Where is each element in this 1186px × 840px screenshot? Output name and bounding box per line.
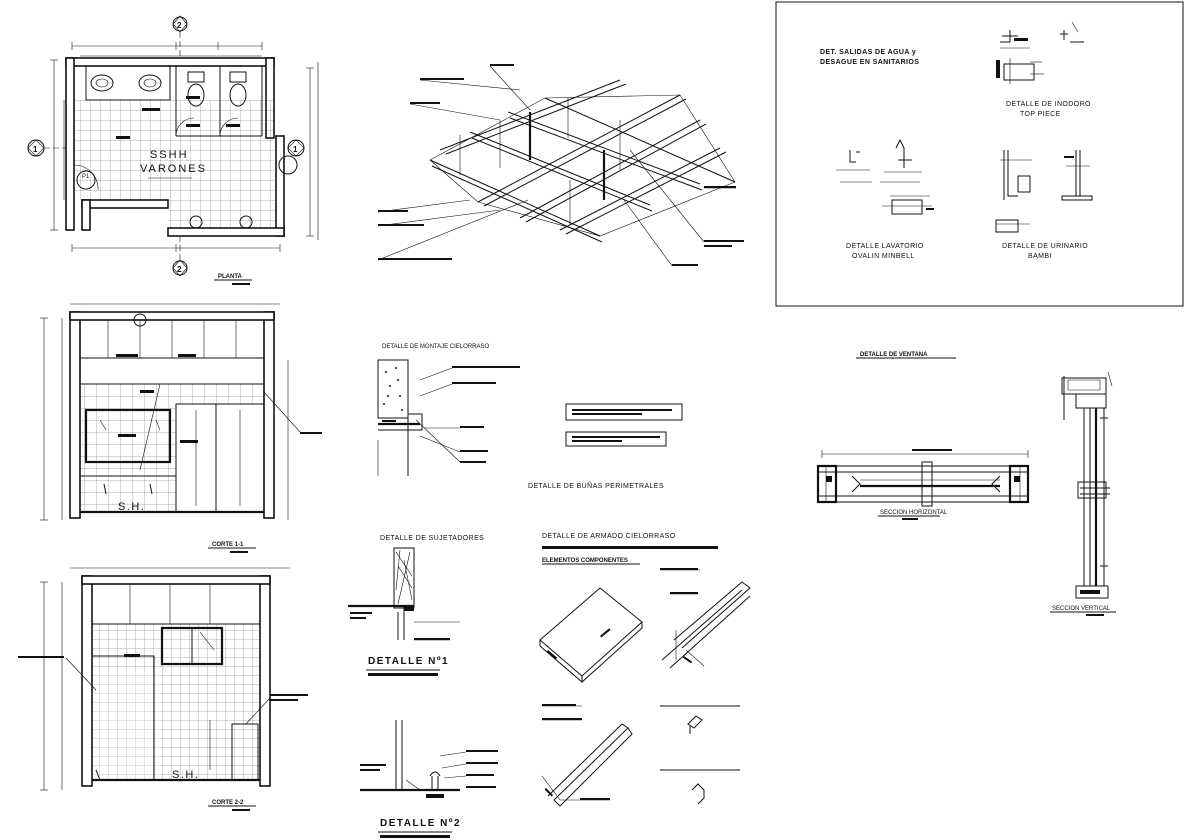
axis-marker-1-left: 1: [33, 145, 38, 154]
armado-title: DETALLE DE ARMADO CIELORRASO: [542, 533, 676, 540]
section-2-room-label: S.H.: [172, 769, 199, 781]
axis-marker-2-top: 2: [177, 21, 182, 30]
room-name-2: VARONES: [140, 163, 207, 175]
urinario-title-2: BAMBI: [1028, 253, 1052, 260]
seccion-horizontal-title: SECCION HORIZONTAL: [880, 510, 948, 516]
montaje-title: DETALLE DE MONTAJE CIELORRASO: [382, 344, 489, 350]
salidas-title-2: DESAGUE EN SANITARIOS: [820, 59, 919, 66]
svg-text:P1: P1: [82, 174, 90, 180]
room-name: SSHH: [150, 149, 189, 161]
axis-marker-1-right: 1: [293, 145, 298, 154]
fastener-detail: DETALLE DE SUJETADORES DETALLE Nº1 DETAL…: [348, 535, 498, 838]
inodoro-title-2: TOP PIECE: [1020, 111, 1061, 118]
sanitary-details: DET. SALIDAS DE AGUA y DESAGUE EN SANITA…: [820, 21, 1093, 260]
sujetadores-title: DETALLE DE SUJETADORES: [380, 535, 484, 542]
section-2-2: S.H. CORTE 2-2: [18, 567, 308, 811]
floor-plan: P1 SSHH VARONES 1 1 2 2 PLANTA: [27, 15, 319, 285]
section-2-title: CORTE 2-2: [212, 800, 244, 806]
salidas-title-1: DET. SALIDAS DE AGUA y: [820, 49, 916, 56]
axis-marker-2-bottom: 2: [177, 265, 182, 274]
ceiling-mount-detail: DETALLE DE MONTAJE CIELORRASO DETALLE DE…: [377, 344, 683, 490]
section-1-room-label: S.H.: [118, 501, 145, 513]
bunas-title: DETALLE DE BUÑAS PERIMETRALES: [528, 481, 664, 490]
seccion-vertical-title: SECCION VERTICAL: [1052, 606, 1111, 612]
plan-title: PLANTA: [218, 274, 243, 280]
inodoro-title-1: DETALLE DE INODORO: [1006, 101, 1091, 108]
elementos-title: ELEMENTOS COMPONENTES: [542, 558, 628, 564]
ceiling-grid-isometric: [377, 64, 744, 267]
detalle-1-title: DETALLE Nº1: [368, 656, 449, 667]
ventana-title: DETALLE DE VENTANA: [860, 352, 928, 358]
detail-frame-box: [775, 1, 1184, 307]
window-detail: DETALLE DE VENTANA SECCION HORIZONTAL: [816, 352, 1116, 616]
urinario-title-1: DETALLE DE URINARIO: [1002, 243, 1088, 250]
ceiling-assembly-detail: DETALLE DE ARMADO CIELORRASO ELEMENTOS C…: [539, 533, 751, 807]
detalle-2-title: DETALLE Nº2: [380, 818, 461, 829]
section-1-title: CORTE 1-1: [212, 542, 244, 548]
lavatorio-title-2: OVALIN MINBELL: [852, 253, 915, 260]
lavatorio-title-1: DETALLE LAVATORIO: [846, 243, 924, 250]
section-1-1: S.H. CORTE 1-1: [40, 303, 322, 553]
